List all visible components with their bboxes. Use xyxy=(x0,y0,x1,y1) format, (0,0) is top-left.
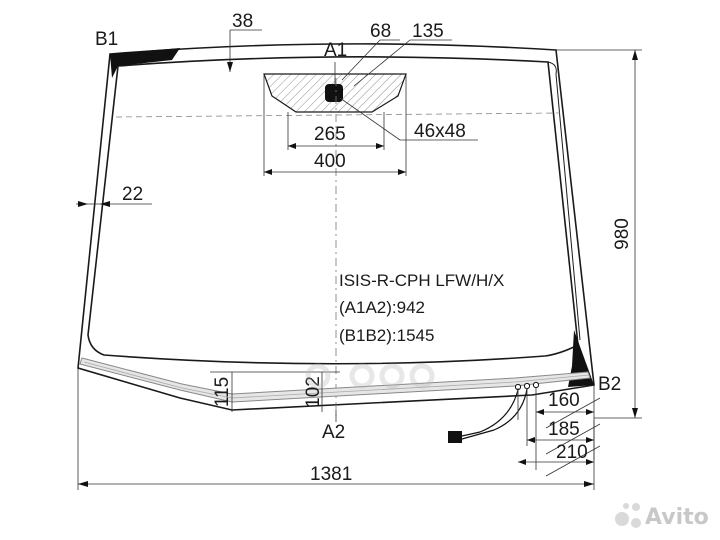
dim-115: 115 xyxy=(212,377,233,407)
dim-185: 185 xyxy=(548,419,580,440)
avito-logo: Avito xyxy=(615,503,709,530)
rain-sensor xyxy=(325,84,343,102)
dimension-arrows xyxy=(78,50,638,487)
spec-b1b2: (B1B2):1545 xyxy=(339,326,434,345)
point-label-b1: B1 xyxy=(95,29,118,50)
dim-265: 265 xyxy=(314,124,346,145)
dim-38: 38 xyxy=(232,11,253,32)
ceramic-corner-left xyxy=(110,48,180,78)
connector-assembly xyxy=(448,381,540,443)
dim-68: 68 xyxy=(370,21,391,42)
dim-22: 22 xyxy=(122,184,143,205)
dim-46x48: 46x48 xyxy=(414,121,466,142)
dim-400: 400 xyxy=(314,151,346,172)
dim-210: 210 xyxy=(556,442,588,463)
dim-135: 135 xyxy=(412,21,444,42)
dim-980: 980 xyxy=(612,218,633,250)
frit-band xyxy=(547,61,581,341)
spec-model: ISIS-R-CPH LFW/H/X xyxy=(339,271,504,290)
inner-visible-area xyxy=(87,56,579,365)
point-label-a1: A1 xyxy=(324,40,347,61)
avito-wordmark: Avito xyxy=(645,505,709,530)
dim-1381: 1381 xyxy=(310,464,352,485)
dimension-lines xyxy=(76,29,642,490)
spec-a1a2: (A1A2):942 xyxy=(339,298,425,317)
sensor-baseline xyxy=(115,112,561,118)
point-label-b2: B2 xyxy=(598,374,621,395)
point-label-a2: A2 xyxy=(322,422,345,443)
brand-watermark-center xyxy=(305,363,435,389)
dim-102: 102 xyxy=(303,376,324,408)
heated-band xyxy=(79,357,591,403)
dim-160: 160 xyxy=(548,390,580,411)
